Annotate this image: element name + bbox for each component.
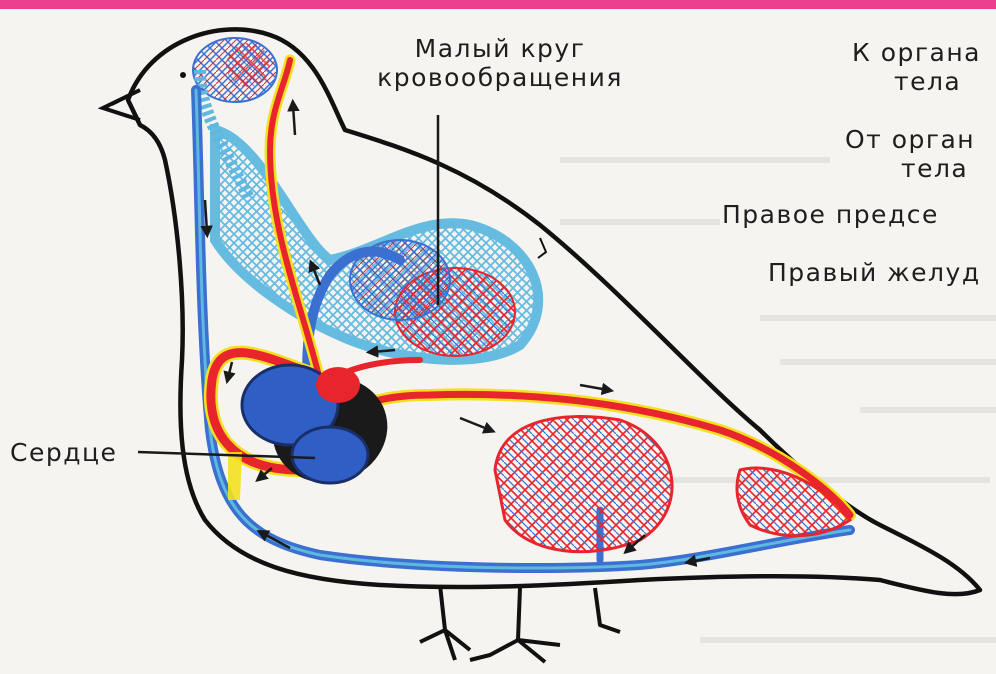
- eye-icon: [180, 72, 186, 78]
- label-right-ventricle: Правый желуд: [768, 258, 981, 287]
- heart-icon: [242, 361, 402, 498]
- label-from-body-organs: От орган тела: [845, 125, 996, 183]
- label-pulmonary-circulation: Малый круг кровообращения: [340, 34, 660, 92]
- label-line: тела: [852, 67, 996, 96]
- legs: [420, 585, 620, 662]
- top-stripe: [0, 0, 996, 9]
- label-line: кровообращения: [340, 63, 660, 92]
- label-line: От орган: [845, 125, 996, 154]
- label-line: К органа: [852, 38, 996, 67]
- label-line: тела: [845, 154, 996, 183]
- label-right-atrium: Правое предсе: [722, 200, 939, 229]
- label-line: Малый круг: [340, 34, 660, 63]
- label-heart: Сердце: [10, 438, 117, 467]
- label-to-body-organs: К органа тела: [852, 38, 996, 96]
- capillary-net-icon: [495, 417, 672, 552]
